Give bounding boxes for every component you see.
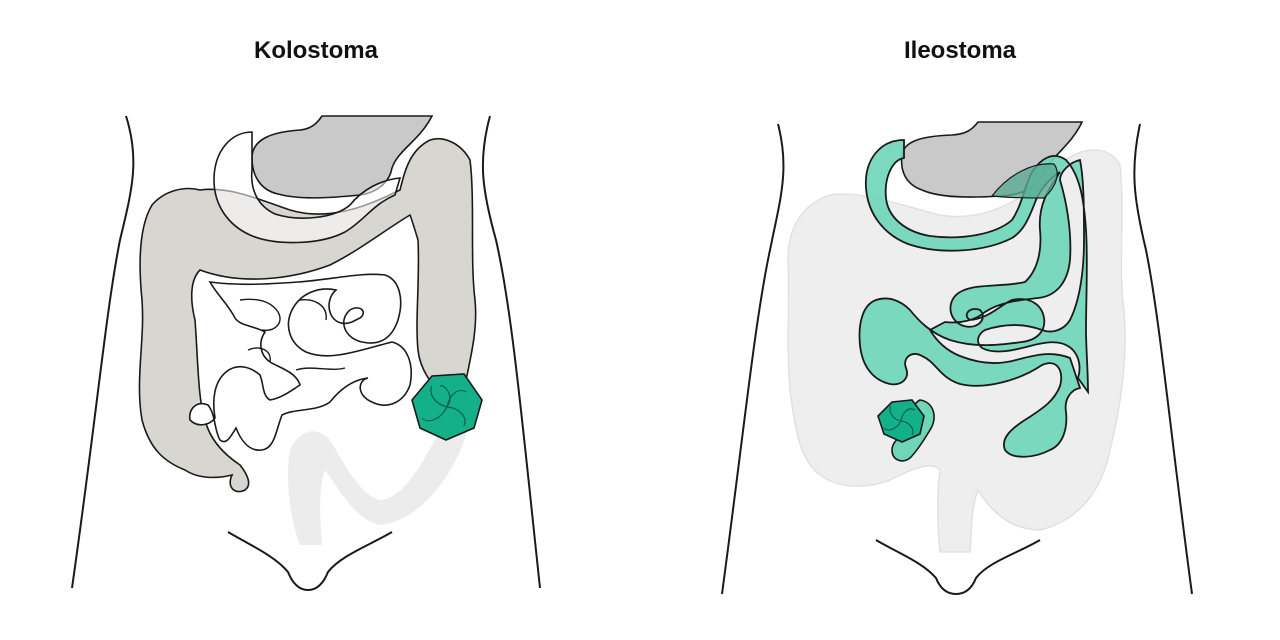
small-intestine-coil-inner <box>239 298 346 371</box>
faded-rectum <box>288 420 470 545</box>
pelvis-outline <box>875 539 1041 596</box>
panel-title-colostomy: Kolostoma <box>253 37 378 64</box>
colon <box>138 138 477 493</box>
colostomy-diagram <box>71 115 541 592</box>
panel-ileostomy: Ileostoma <box>640 0 1280 640</box>
ileostomy-stoma <box>877 399 925 443</box>
duodenum <box>213 131 402 244</box>
small-intestine <box>858 139 1089 458</box>
stomach <box>251 115 434 199</box>
torso-left-outline <box>721 123 785 595</box>
ileostomy-diagram <box>721 121 1193 596</box>
small-intestine <box>188 273 412 451</box>
torso-left-outline <box>71 115 135 589</box>
colostomy-stoma <box>411 373 483 441</box>
panel-colostomy: Kolostoma <box>71 37 541 592</box>
pelvis-outline <box>227 531 393 592</box>
torso-right-outline <box>1133 123 1193 595</box>
panel-title-ileostomy: Ileostoma <box>903 37 1017 64</box>
stomach-overlap <box>990 163 1058 199</box>
torso-right-outline <box>481 115 541 589</box>
